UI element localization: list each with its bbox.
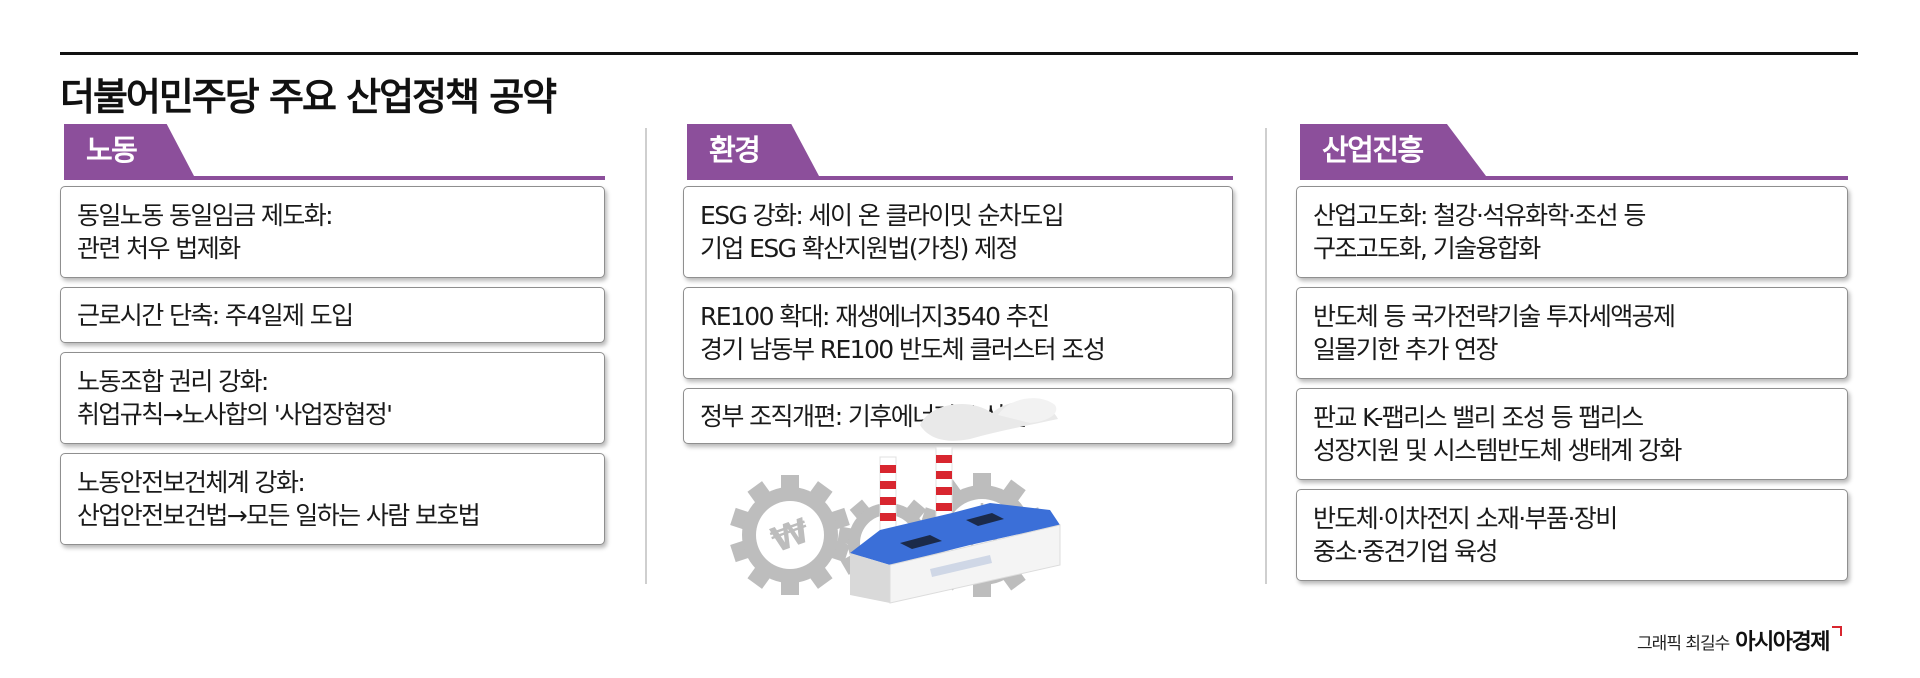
policy-text: RE100 확대: 재생에너지3540 추진: [700, 302, 1050, 331]
tab-underline: [687, 176, 1233, 180]
policy-text: 근로시간 단축: 주4일제 도입: [77, 300, 354, 330]
column-header: 환경: [683, 124, 1233, 180]
column-divider: [645, 128, 647, 584]
category-tab: 환경: [687, 124, 819, 176]
policy-text: 성장지원 및 시스템반도체 생태계 강화: [1313, 436, 1682, 465]
policy-item: 산업고도화: 철강·석유화학·조선 등 구조고도화, 기술융합화: [1296, 186, 1848, 278]
policy-item: 반도체 등 국가전략기술 투자세액공제 일몰기한 추가 연장: [1296, 287, 1848, 379]
policy-text: 노동조합 권리 강화:: [77, 367, 269, 396]
policy-column-industry: 산업진흥 산업고도화: 철강·석유화학·조선 등 구조고도화, 기술융합화 반도…: [1296, 124, 1848, 590]
policy-text: ESG 강화: 세이 온 클라이밋 순차도입: [700, 201, 1065, 230]
policy-item: ESG 강화: 세이 온 클라이밋 순차도입 기업 ESG 확산지원법(가칭) …: [683, 186, 1233, 278]
column-header: 산업진흥: [1296, 124, 1848, 180]
policy-item: 근로시간 단축: 주4일제 도입: [60, 287, 605, 343]
brand-logo: 아시아경제: [1735, 630, 1830, 655]
category-tab: 노동: [64, 124, 194, 176]
policy-text: 취업규칙→노사합의 '사업장협정': [77, 400, 393, 429]
policy-text: 일몰기한 추가 연장: [1313, 335, 1499, 364]
column-divider: [1265, 128, 1267, 584]
won-gear-icon: ₩: [730, 475, 850, 595]
policy-text: 경기 남동부 RE100 반도체 클러스터 조성: [700, 335, 1106, 364]
policy-text: 반도체 등 국가전략기술 투자세액공제: [1313, 302, 1676, 331]
tab-underline: [64, 176, 605, 180]
policy-item: 노동안전보건체계 강화: 산업안전보건법→모든 일하는 사람 보호법: [60, 453, 605, 545]
policy-text: 기업 ESG 확산지원법(가칭) 제정: [700, 234, 1019, 263]
factory-icon: [850, 398, 1061, 604]
policy-text: 산업안전보건법→모든 일하는 사람 보호법: [77, 501, 481, 530]
byline: 그래픽 최길수: [1637, 634, 1730, 654]
policy-text: 관련 처우 법제화: [77, 234, 241, 263]
column-header: 노동: [60, 124, 605, 180]
policy-text: 동일노동 동일임금 제도화:: [77, 201, 334, 230]
policy-text: 반도체·이차전지 소재·부품·장비: [1313, 504, 1618, 533]
policy-text: 구조고도화, 기술융합화: [1313, 234, 1541, 263]
top-rule: [60, 52, 1858, 55]
policy-item: RE100 확대: 재생에너지3540 추진 경기 남동부 RE100 반도체 …: [683, 287, 1233, 379]
policy-text: 판교 K-팹리스 밸리 조성 등 팹리스: [1313, 403, 1644, 432]
policy-column-labor: 노동 동일노동 동일임금 제도화: 관련 처우 법제화 근로시간 단축: 주4일…: [60, 124, 605, 554]
policy-item: 노동조합 권리 강화: 취업규칙→노사합의 '사업장협정': [60, 352, 605, 444]
industry-illustration: ₩ ₩: [730, 398, 1061, 604]
page-title: 더불어민주당 주요 산업정책 공약: [60, 75, 557, 119]
category-tab: 산업진흥: [1300, 124, 1486, 176]
policy-text: 중소·중견기업 육성: [1313, 537, 1499, 566]
policy-text: 산업고도화: 철강·석유화학·조선 등: [1313, 201, 1646, 230]
tab-underline: [1300, 176, 1848, 180]
policy-item: 동일노동 동일임금 제도화: 관련 처우 법제화: [60, 186, 605, 278]
policy-item: 반도체·이차전지 소재·부품·장비 중소·중견기업 육성: [1296, 489, 1848, 581]
policy-text: 노동안전보건체계 강화:: [77, 468, 306, 497]
brand-mark-icon: [1832, 626, 1842, 636]
policy-item: 판교 K-팹리스 밸리 조성 등 팹리스 성장지원 및 시스템반도체 생태계 강…: [1296, 388, 1848, 480]
